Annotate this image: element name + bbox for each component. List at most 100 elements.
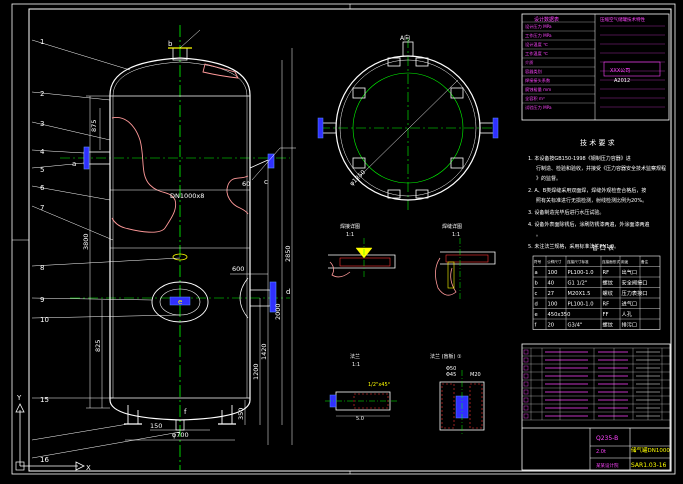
dimension-lines — [86, 48, 293, 445]
title-block[interactable]: Q235-B 2.0t 储气罐DN1000 SAR1.03-16 某某设计院 — [521, 343, 671, 471]
detail-4-hatch-left — [441, 383, 455, 429]
nozzle-table-cell: RF — [603, 302, 610, 308]
tech-req-line: 4. 设备外表面除锈后，涂刷防锈漆两遍，外涂面漆两遍 — [528, 221, 649, 228]
detail-4-dim-b: Φ45 — [446, 372, 456, 378]
plan-view-label: A向 — [400, 34, 410, 42]
design-row-label: 焊接接头系数 — [525, 77, 551, 84]
nozzle-tag-c: c — [264, 178, 268, 186]
detail-4-dim-c: M20 — [470, 372, 481, 378]
level-mark — [172, 253, 188, 261]
detail-weld-2[interactable]: 焊缝详图 1:1 — [435, 223, 496, 300]
detail-flange-3[interactable]: 法兰 1:1 1/2"x45° 5.0 — [325, 353, 398, 422]
nozzle-table-cell: b — [535, 281, 539, 287]
nozzle-table-cell: G3/4" — [568, 323, 583, 329]
nozzle-table-header: 符号 — [534, 259, 542, 264]
plan-nozzle-left-flange — [317, 117, 324, 139]
part-label: 9 — [40, 296, 44, 304]
title-block-frame — [521, 343, 671, 471]
nozzle-table-header: 备注 — [641, 259, 649, 264]
nozzle-table-cell: 100 — [548, 302, 558, 308]
manhole-handle — [169, 296, 191, 306]
nozzle-table-cell: M20X1.5 — [568, 291, 591, 297]
plan-view[interactable]: A向 φ1250 — [317, 34, 500, 210]
detail-4-hatch-right — [469, 383, 483, 429]
vessel-shell-outline — [109, 57, 251, 421]
dim-1420: 1420 — [260, 343, 268, 360]
dim-875: 875 — [90, 120, 98, 132]
detail-2-nozzle — [447, 261, 455, 289]
nozzle-tag-e: e — [178, 298, 182, 306]
plan-lugs — [352, 57, 464, 199]
detail-3-title: 法兰 — [350, 353, 360, 360]
right-inlet-arc — [239, 277, 249, 319]
nozzle-tag-a: a — [72, 160, 76, 168]
nozzle-table-cell: e — [535, 312, 538, 318]
dim-825: 825 — [94, 340, 102, 352]
manhole-e-outer[interactable] — [151, 281, 209, 323]
detail-blind-flange-4[interactable]: 法兰 (盲板) ① Φ50 Φ45 M20 — [430, 353, 485, 436]
tech-req-line: 2. A、B类焊缝采用双面焊，焊缝外观检查合格后，按 — [528, 187, 646, 194]
nozzle-table-cell: 螺纹 — [603, 279, 614, 287]
detail-2-profile — [440, 251, 496, 265]
technical-requirements[interactable]: 技 术 要 求 1. 本设备按GB150-1998《钢制压力容器》进行制造、检验… — [528, 138, 666, 250]
design-row-label: 工作温度 ℃ — [525, 50, 548, 57]
detail-1-title: 焊接详图 — [340, 223, 360, 230]
ucs-x-label: X — [86, 464, 91, 472]
nozzle-table-cell: PL100-1.0 — [568, 302, 594, 308]
vessel-elevation[interactable]: 1 2 3 4 5 6 7 8 9 10 15 16 b a c d e f D… — [31, 25, 296, 470]
part-label: 15 — [40, 396, 49, 404]
plan-diameter-leader — [357, 79, 459, 179]
part-label: 16 — [40, 456, 49, 464]
design-row-label: 容器类别 — [525, 68, 542, 75]
part-label: 5 — [40, 166, 44, 174]
tech-req-line: 1. 本设备按GB150-1998《钢制压力容器》进 — [528, 155, 631, 162]
nozzle-table-cell: 压力表接口 — [622, 289, 648, 297]
dim-150: 150 — [150, 422, 162, 430]
nozzle-table-header: 用途 — [621, 259, 629, 264]
design-row-label: 腐蚀裕量 mm — [525, 86, 551, 93]
right-nozzle-c[interactable] — [249, 159, 269, 169]
part-label: 8 — [40, 264, 44, 272]
title-material: Q235-B — [596, 435, 618, 442]
sheet-outer-border — [11, 3, 676, 475]
design-row-label: 设计温度 ℃ — [525, 41, 548, 48]
nozzle-table-title: 管 口 表 — [592, 244, 614, 252]
detail-weld-1[interactable]: 焊接详图 1:1 — [328, 223, 396, 278]
plan-nozzles[interactable] — [317, 41, 499, 139]
nozzle-table-cell: PL100-1.0 — [568, 270, 594, 276]
plan-nozzle-top[interactable] — [402, 41, 414, 57]
detail-3-scale: 1:1 — [352, 362, 360, 368]
detail-3-dim-length: 5.0 — [356, 416, 364, 422]
nozzle-table-cell: 出气口 — [622, 268, 638, 276]
design-table-side-title: 压缩空气储罐技术特性 — [600, 16, 645, 23]
nozzle-table-cell: 排污口 — [622, 321, 638, 329]
detail-4-dim-a: Φ50 — [446, 366, 456, 372]
right-inlet-flange — [269, 281, 277, 313]
plan-head-circle — [352, 72, 464, 184]
tech-req-line: 3. 设备制造完毕后进行水压试验。 — [528, 209, 604, 216]
tech-req-line: 照有关标准进行无损检测，射线检测比例为20%。 — [536, 197, 647, 204]
title-name: 储气罐DN1000 — [631, 446, 670, 454]
part-label: 3 — [40, 120, 44, 128]
plan-shell-inner — [339, 59, 477, 197]
nozzle-table-header: 连接尺寸标准 — [567, 259, 589, 264]
dim-60: 60 — [242, 180, 250, 188]
nozzle-table-header: 连接面形式 — [602, 259, 620, 264]
ucs-y-label: Y — [16, 394, 22, 402]
dim-3800: 3800 — [82, 233, 90, 250]
nozzle-table-cell: 100 — [548, 270, 558, 276]
section-break-outline — [111, 117, 177, 233]
detail-2-hatch — [445, 254, 489, 263]
nozzle-tag-b: b — [168, 40, 173, 48]
nozzle-table-cell: 人孔 — [622, 310, 633, 318]
part-label: 10 — [40, 316, 49, 324]
tech-req-lines: 1. 本设备按GB150-1998《钢制压力容器》进行制造、检验和验收，并接受《… — [528, 155, 666, 250]
title-company: 某某设计院 — [596, 462, 619, 469]
nozzle-table-cell: d — [535, 302, 538, 308]
plan-nozzle-right-flange — [492, 117, 499, 139]
